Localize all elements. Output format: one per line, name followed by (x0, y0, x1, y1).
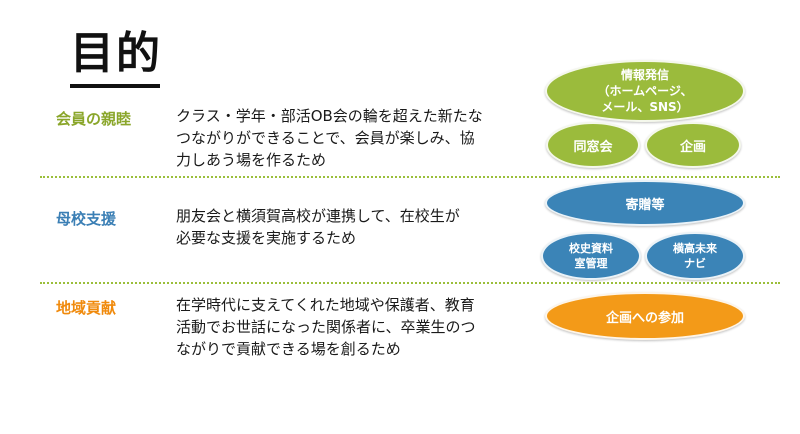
oval-label: 情報発信 （ホームページ、 メール、SNS） (597, 68, 693, 114)
section-label-community: 地域貢献 (56, 299, 117, 317)
desc-line: 朋友会と横須賀高校が連携して、在校生が (176, 207, 460, 225)
alumni-association-oval: 同窓会 (546, 122, 640, 168)
desc-line: 活動でお世話になった関係者に、卒業生のつ (176, 318, 476, 336)
page-title: 目的 (70, 28, 162, 79)
desc-line: クラス・学年・部活OB会の輪を超えた新たな (176, 107, 483, 125)
desc-line: つながりができることで、会員が楽しみ、協 (176, 129, 475, 147)
oval-label: 校史資料 室管理 (569, 242, 613, 270)
section-divider (40, 282, 780, 284)
future-navi-oval: 横高未来 ナビ (645, 232, 745, 280)
oval-label: 同窓会 (573, 139, 613, 155)
info-dissemination-oval: 情報発信 （ホームページ、 メール、SNS） (545, 60, 745, 122)
section-desc-community: 在学時代に支えてくれた地域や保護者、教育 活動でお世話になった関係者に、卒業生の… (176, 294, 506, 360)
section-desc-school-support: 朋友会と横須賀高校が連携して、在校生が 必要な支援を実施するため (176, 205, 506, 249)
oval-label: 企画 (679, 139, 706, 155)
oval-label: 横高未来 ナビ (673, 242, 717, 270)
oval-label: 企画への参加 (605, 310, 684, 326)
desc-line: 力しあう場を作るため (176, 151, 327, 169)
desc-line: 必要な支援を実施するため (176, 229, 357, 247)
desc-line: ながりで貢献できる場を創るため (176, 340, 401, 358)
title-underline (70, 84, 160, 88)
oval-label: 寄贈等 (625, 197, 665, 213)
section-divider (40, 176, 780, 178)
participation-oval: 企画への参加 (545, 292, 745, 340)
desc-line: 在学時代に支えてくれた地域や保護者、教育 (176, 296, 475, 314)
section-desc-social: クラス・学年・部活OB会の輪を超えた新たな つながりができることで、会員が楽しみ… (176, 105, 506, 171)
donation-oval: 寄贈等 (545, 180, 745, 226)
archive-management-oval: 校史資料 室管理 (541, 232, 641, 280)
planning-oval: 企画 (645, 122, 741, 168)
section-label-social: 会員の親睦 (56, 110, 132, 128)
section-label-school-support: 母校支援 (56, 210, 117, 228)
